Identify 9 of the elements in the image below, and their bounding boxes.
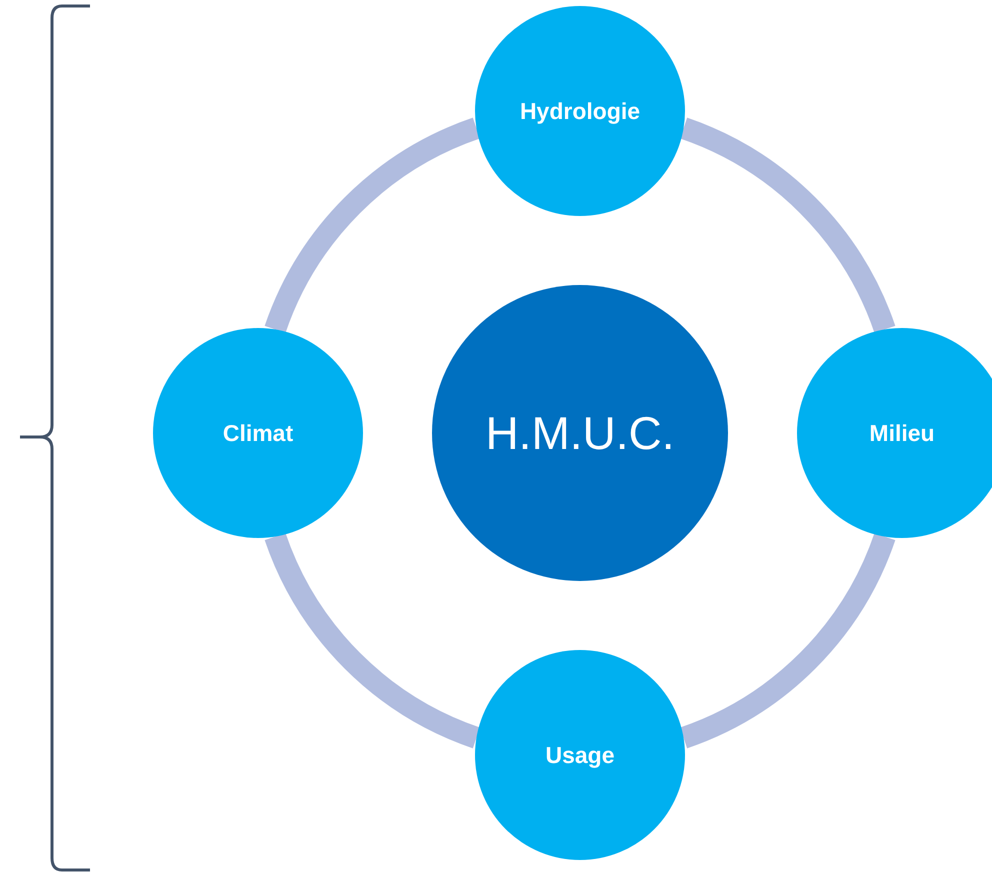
node-label: Hydrologie	[520, 98, 640, 124]
ring-arc	[264, 532, 481, 748]
ring-arc	[679, 532, 896, 748]
node-label: Milieu	[869, 420, 935, 446]
ring-arc	[264, 118, 481, 334]
node-label: H.M.U.C.	[485, 406, 675, 460]
node-label: Usage	[545, 742, 615, 768]
node-label: Climat	[222, 420, 294, 446]
ring-arc	[679, 118, 896, 334]
